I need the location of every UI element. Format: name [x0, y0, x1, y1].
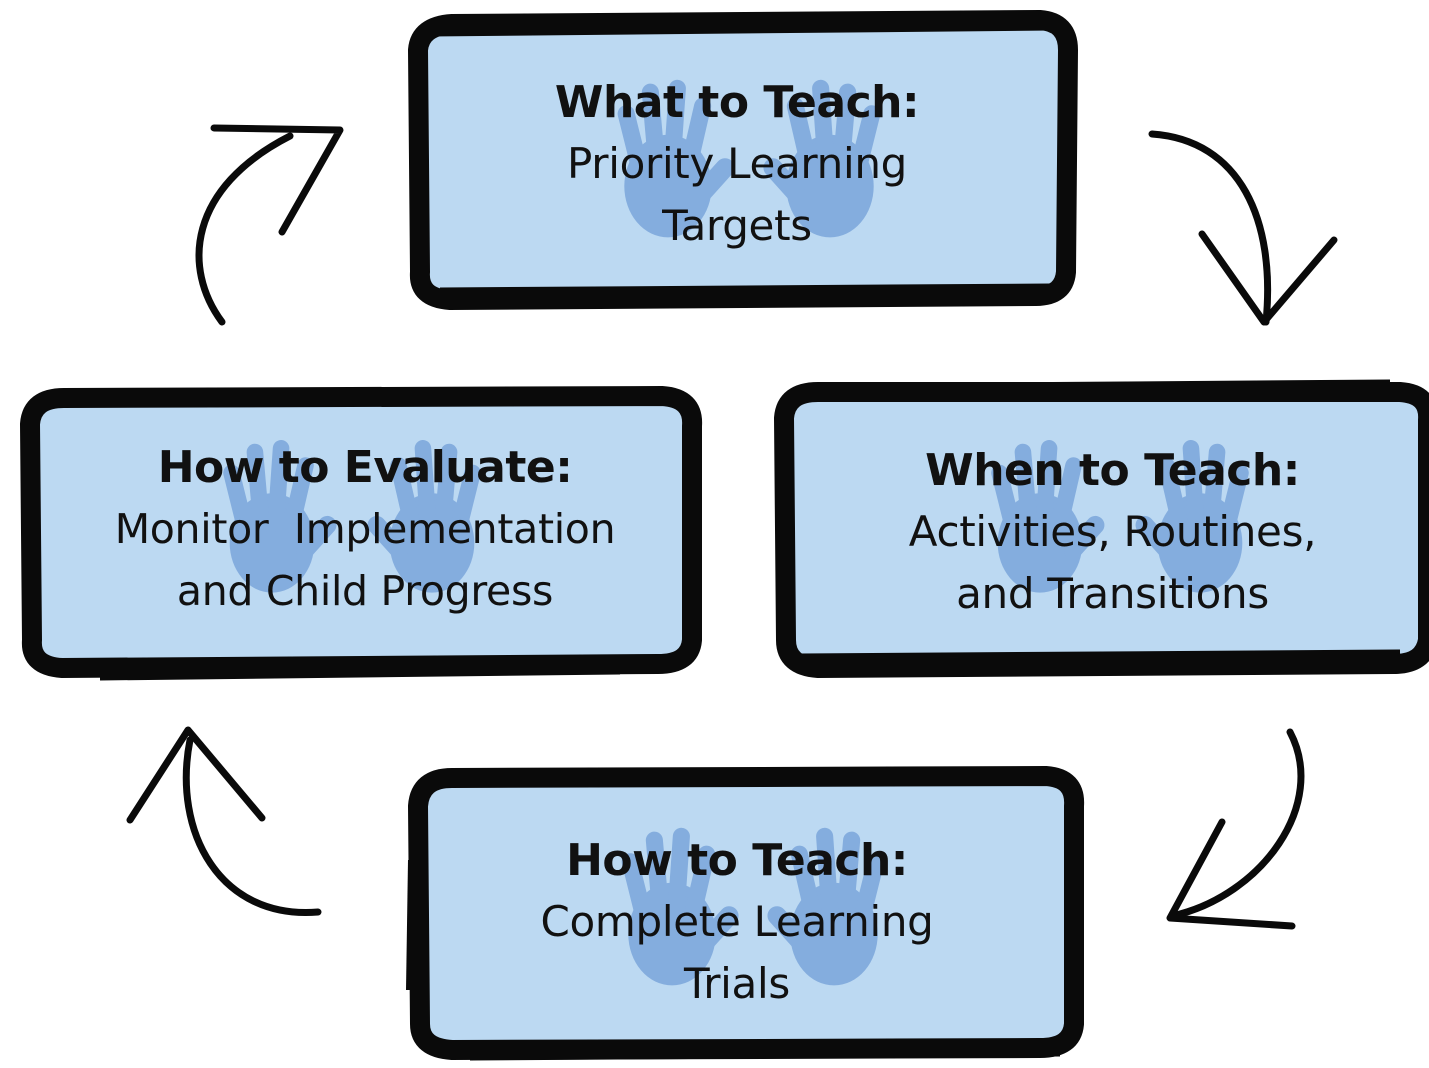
box-when-to-teach: When to Teach: Activities, Routines, and…: [800, 418, 1425, 648]
box-line: and Transitions: [956, 569, 1269, 618]
box-how-to-teach-shape: [406, 766, 1085, 1061]
box-heading: How to Evaluate:: [157, 442, 573, 493]
arrow-icon: [1148, 130, 1338, 326]
box-how-to-evaluate-shape: [20, 386, 703, 681]
box-line: and Child Progress: [176, 567, 554, 615]
box-how-to-evaluate: How to Evaluate: Monitor Implementation …: [40, 410, 690, 650]
box-line: Complete Learning: [540, 897, 934, 946]
box-what-to-teach: What to Teach: Priority Learning Targets: [432, 50, 1042, 280]
box-line: Activities, Routines,: [908, 507, 1317, 556]
box-line: Priority Learning: [566, 139, 908, 188]
box-heading: When to Teach:: [925, 445, 1300, 496]
arrow-icon: [195, 124, 344, 326]
box-line: Targets: [662, 201, 812, 250]
box-line: Monitor Implementation: [114, 505, 616, 553]
box-heading: How to Teach:: [566, 835, 908, 886]
box-what-to-teach-shape: [408, 10, 1078, 310]
box-how-to-teach: How to Teach: Complete Learning Trials: [432, 808, 1042, 1038]
box-line: Trials: [684, 959, 790, 1008]
box-when-to-teach-shape: [774, 379, 1429, 678]
arrow-icon: [126, 726, 322, 916]
arrow-icon: [1166, 728, 1305, 930]
box-heading: What to Teach:: [554, 77, 920, 128]
